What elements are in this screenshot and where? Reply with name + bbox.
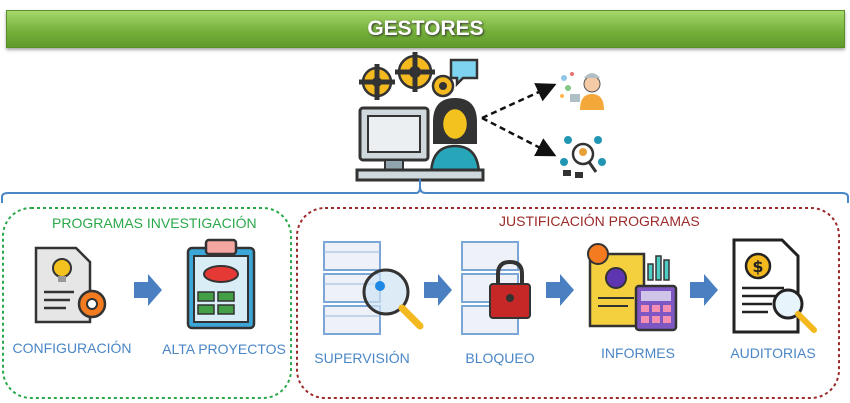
- auditorias-label: AUDITORIAS: [730, 345, 816, 361]
- flow-arrows: [134, 274, 718, 306]
- svg-text:$: $: [752, 257, 763, 276]
- audit-document-icon: $: [732, 238, 817, 334]
- spreadsheet-lock-icon: [461, 241, 531, 335]
- branch-arrows: [481, 83, 557, 157]
- investigacion-group-title: PROGRAMAS INVESTIGACIÓN: [50, 215, 259, 231]
- investigacion-group-border: [2, 207, 292, 399]
- justificacion-group-border: [296, 207, 840, 399]
- page-title: GESTORES: [367, 17, 484, 40]
- people-network-icon: [560, 136, 606, 178]
- justificacion-group-title: JUSTIFICACIÓN PROGRAMAS: [497, 213, 702, 229]
- clipboard-plan-icon: [186, 238, 256, 330]
- flow-arrow: [134, 274, 162, 306]
- reports-calculator-icon: [587, 243, 678, 332]
- alta-proyectos-label: ALTA PROYECTOS: [162, 341, 286, 357]
- flow-arrow: [690, 274, 718, 306]
- flow-arrow: [546, 274, 574, 306]
- researcher-icon: [560, 72, 604, 110]
- bloqueo-label: BLOQUEO: [465, 350, 535, 366]
- group-boxes: [2, 207, 840, 399]
- supervision-label: SUPERVISIÓN: [314, 350, 410, 366]
- document-settings-icon: [34, 246, 107, 324]
- spreadsheet-magnifier-icon: [323, 241, 424, 335]
- configuracion-label: CONFIGURACIÓN: [12, 340, 132, 356]
- flow-arrow: [424, 274, 452, 306]
- bracket: [0, 179, 849, 203]
- informes-label: INFORMES: [601, 345, 675, 361]
- header-banner: GESTORES: [6, 10, 845, 48]
- manager-at-computer-icon: [355, 52, 485, 182]
